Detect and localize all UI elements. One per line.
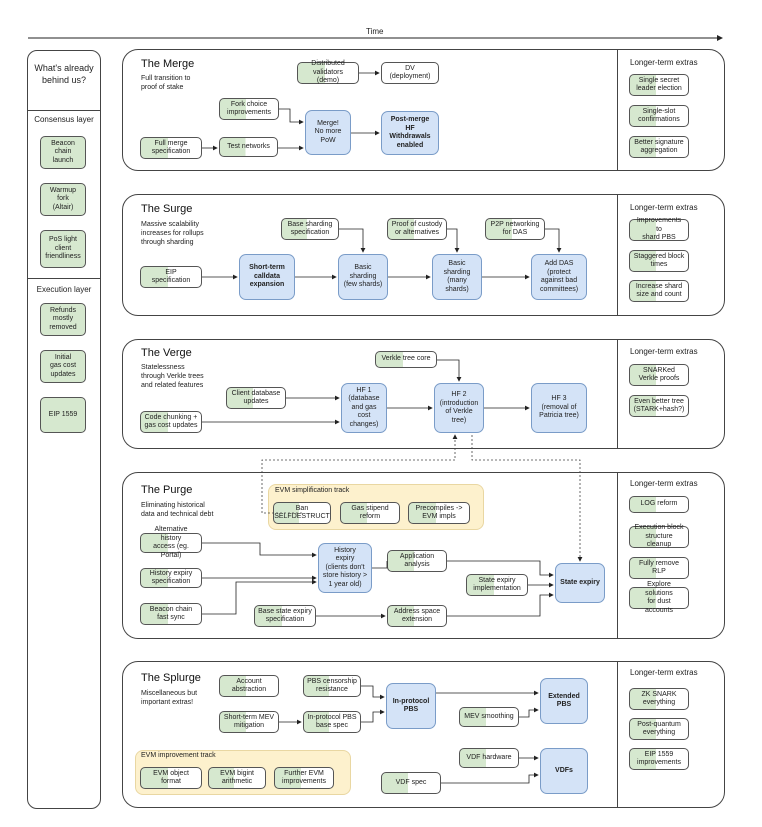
code-chunking-node: Code chunking + gas cost updates xyxy=(140,411,202,433)
consensus-item: Warmup fork (Altair) xyxy=(40,183,86,216)
purge-title: The Purge xyxy=(141,484,193,496)
already-behind-panel xyxy=(27,50,101,809)
calldata-node: Short-term calldata expansion xyxy=(239,254,295,300)
track-item: EVM bigint arithmetic xyxy=(208,767,266,789)
inprotocol-pbs-node: In-protocol PBS xyxy=(386,683,436,729)
state-impl-node: State expiry implementation xyxy=(466,574,528,596)
inprotocol-spec-node: In-protocol PBS base spec xyxy=(303,711,361,733)
purge-extra: Execution block structure cleanup xyxy=(629,524,689,548)
surge-extra: Increase shard size and count xyxy=(629,280,689,302)
divider xyxy=(617,49,618,170)
history-spec-node: History expiry specification xyxy=(140,568,202,588)
extras-title: Longer-term extras xyxy=(630,479,698,488)
evm-improvement-track-label: EVM improvement track xyxy=(141,752,216,759)
surge-desc: Massive scalability increases for rollup… xyxy=(141,221,204,246)
surge-title: The Surge xyxy=(141,203,193,215)
mev-smoothing-node: MEV smoothing xyxy=(459,707,519,727)
extended-pbs-node: Extended PBS xyxy=(540,678,588,724)
eip-spec-node: EIP specification xyxy=(140,266,202,288)
history-expiry-node: History expiry (clients don't store hist… xyxy=(318,543,372,593)
purge-extra: Fully remove RLP xyxy=(629,557,689,579)
beacon-sync-node: Beacon chain fast sync xyxy=(140,603,202,625)
execution-item: EIP 1559 xyxy=(40,397,86,433)
evm-simplification-track-label: EVM simplification track xyxy=(275,487,350,494)
track-item: EVM object format xyxy=(140,767,202,789)
splurge-title: The Splurge xyxy=(141,672,201,684)
merge-node: Merge! No more PoW xyxy=(305,110,351,155)
dv-demo-node: Distributed validators (demo) xyxy=(297,60,359,84)
track-item: Precompiles -> EVM impls xyxy=(408,502,470,524)
splurge-extra: ZK SNARK everything xyxy=(629,688,689,710)
vdf-hw-node: VDF hardware xyxy=(459,748,519,768)
extras-title: Longer-term extras xyxy=(630,668,698,677)
purge-extra: LOG reform xyxy=(629,496,689,513)
short-mev-node: Short-term MEV mitigation xyxy=(219,711,279,733)
purge-desc: Eliminating historical data and technica… xyxy=(141,502,214,518)
divider xyxy=(617,339,618,448)
base-state-node: Base state expiry specification xyxy=(254,605,316,627)
verge-extra: SNARKed Verkle proofs xyxy=(629,364,689,386)
p2p-node: P2P networking for DAS xyxy=(485,218,545,240)
surge-extra: Staggered block times xyxy=(629,250,689,272)
verge-desc: Statelessness through Verkle trees and r… xyxy=(141,364,204,389)
divider xyxy=(617,661,618,807)
hf3-node: HF 3 (removal of Patricia tree) xyxy=(531,383,587,433)
timeline-label: Time xyxy=(366,27,384,36)
merge-extra: Better signature aggregation xyxy=(629,136,689,158)
post-merge-node: Post-merge HF Withdrawals enabled xyxy=(381,111,439,155)
consensus-item: Beacon chain launch xyxy=(40,136,86,169)
splurge-desc: Miscellaneous but important extras! xyxy=(141,690,198,706)
track-item: Ban SELFDESTRUCT xyxy=(273,502,331,524)
extras-title: Longer-term extras xyxy=(630,58,698,67)
fork-choice-node: Fork choice improvements xyxy=(219,98,279,120)
app-analysis-node: Application analysis xyxy=(387,550,447,572)
verge-title: The Verge xyxy=(141,347,192,359)
splurge-extra: Post-quantum everything xyxy=(629,718,689,740)
track-item: Gas stipend reform xyxy=(340,502,400,524)
divider xyxy=(617,194,618,315)
client-db-node: Client database updates xyxy=(226,387,286,409)
merge-extra: Single-slot confirmations xyxy=(629,105,689,127)
merge-title: The Merge xyxy=(141,58,195,70)
merge-extra: Single secret leader election xyxy=(629,74,689,96)
consensus-layer-label: Consensus layer xyxy=(34,115,94,124)
extras-title: Longer-term extras xyxy=(630,347,698,356)
vdf-spec-node: VDF spec xyxy=(381,772,441,794)
proof-custody-node: Proof of custody or alternatives xyxy=(387,218,447,240)
dv-deploy-node: DV (deployment) xyxy=(381,62,439,84)
execution-item: Initial gas cost updates xyxy=(40,350,86,383)
already-behind-title: What's already behind us? xyxy=(34,63,94,85)
hf2-node: HF 2 (introduction of Verkle tree) xyxy=(434,383,484,433)
execution-item: Refunds mostly removed xyxy=(40,303,86,336)
pbs-censorship-node: PBS censorship resistance xyxy=(303,675,361,697)
state-expiry-node: State expiry xyxy=(555,563,605,603)
surge-extra: Improvements to shard PBS xyxy=(629,217,689,241)
address-space-node: Address space extension xyxy=(387,605,447,627)
divider xyxy=(27,278,100,279)
merge-desc: Full transition to proof of stake xyxy=(141,75,191,91)
extras-title: Longer-term extras xyxy=(630,203,698,212)
divider xyxy=(617,472,618,638)
full-merge-node: Full merge specification xyxy=(140,137,202,159)
consensus-item: PoS light client friendliness xyxy=(40,230,86,268)
das-node: Add DAS (protect against bad committees) xyxy=(531,254,587,300)
verge-extra: Even better tree (STARK+hash?) xyxy=(629,395,689,417)
execution-layer-label: Execution layer xyxy=(36,285,92,294)
divider xyxy=(27,110,100,111)
splurge-extra: EIP 1559 improvements xyxy=(629,748,689,770)
basic-few-node: Basic sharding (few shards) xyxy=(338,254,388,300)
account-abstraction-node: Account abstraction xyxy=(219,675,279,697)
purge-extra: Explore solutions for dust accounts xyxy=(629,581,689,614)
test-networks-node: Test networks xyxy=(219,137,278,157)
vdfs-node: VDFs xyxy=(540,748,588,794)
base-sharding-node: Base sharding specification xyxy=(281,218,339,240)
hf1-node: HF 1 (database and gas cost changes) xyxy=(341,383,387,433)
verkle-core-node: Verkle tree core xyxy=(375,351,437,368)
basic-many-node: Basic sharding (many shards) xyxy=(432,254,482,300)
track-item: Further EVM improvements xyxy=(274,767,334,789)
surge-panel xyxy=(122,194,725,316)
alt-history-node: Alternative history access (eg. Portal) xyxy=(140,526,202,559)
